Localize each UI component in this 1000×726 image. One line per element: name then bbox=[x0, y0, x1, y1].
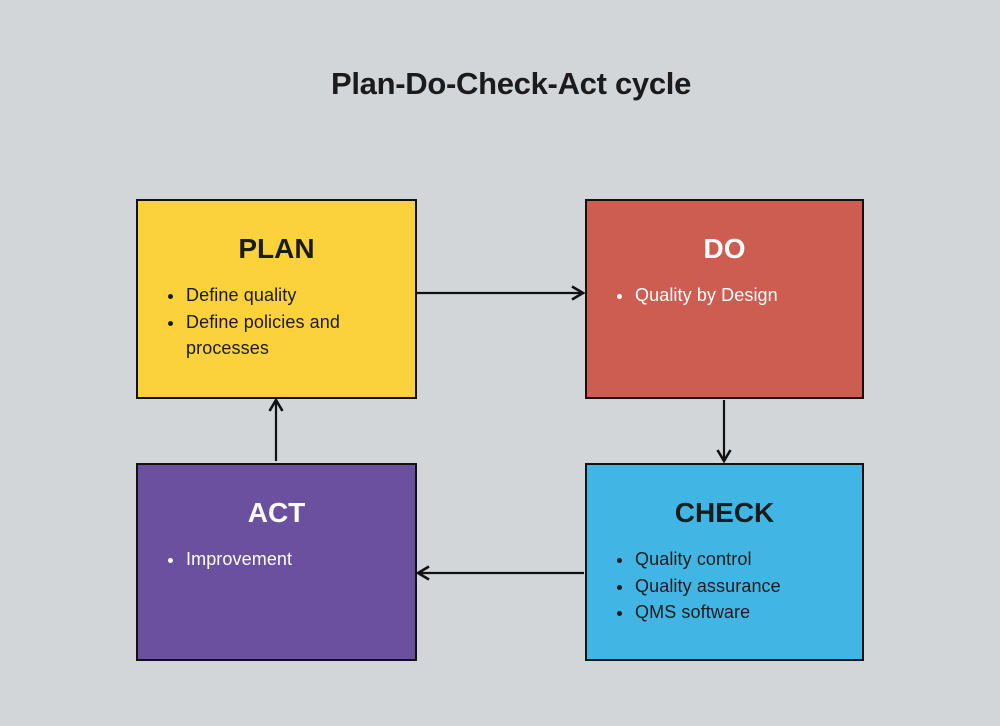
plan-box: PLAN Define qualityDefine policies and p… bbox=[136, 199, 417, 399]
plan-box-title: PLAN bbox=[238, 233, 315, 264]
do-box: DO Quality by Design bbox=[585, 199, 864, 399]
plan-box-list: Define qualityDefine policies and proces… bbox=[138, 282, 415, 362]
bullet-item: Define quality bbox=[185, 282, 401, 309]
act-box: ACT Improvement bbox=[136, 463, 417, 661]
bullet-item: Quality by Design bbox=[634, 282, 848, 309]
bullet-item: Quality assurance bbox=[634, 573, 848, 600]
diagram-title: Plan-Do-Check-Act cycle bbox=[330, 66, 692, 101]
do-box-title: DO bbox=[703, 233, 746, 264]
check-box-list: Quality controlQuality assuranceQMS soft… bbox=[587, 546, 862, 626]
act-box-list: Improvement bbox=[138, 546, 415, 573]
act-box-title: ACT bbox=[247, 497, 306, 528]
bullet-item: Improvement bbox=[185, 546, 401, 573]
bullet-item: QMS software bbox=[634, 599, 848, 626]
do-box-list: Quality by Design bbox=[587, 282, 862, 309]
bullet-item: Quality control bbox=[634, 546, 848, 573]
bullet-item: Define policies and processes bbox=[185, 309, 401, 362]
check-box-title: CHECK bbox=[674, 497, 775, 528]
check-box: CHECK Quality controlQuality assuranceQM… bbox=[585, 463, 864, 661]
